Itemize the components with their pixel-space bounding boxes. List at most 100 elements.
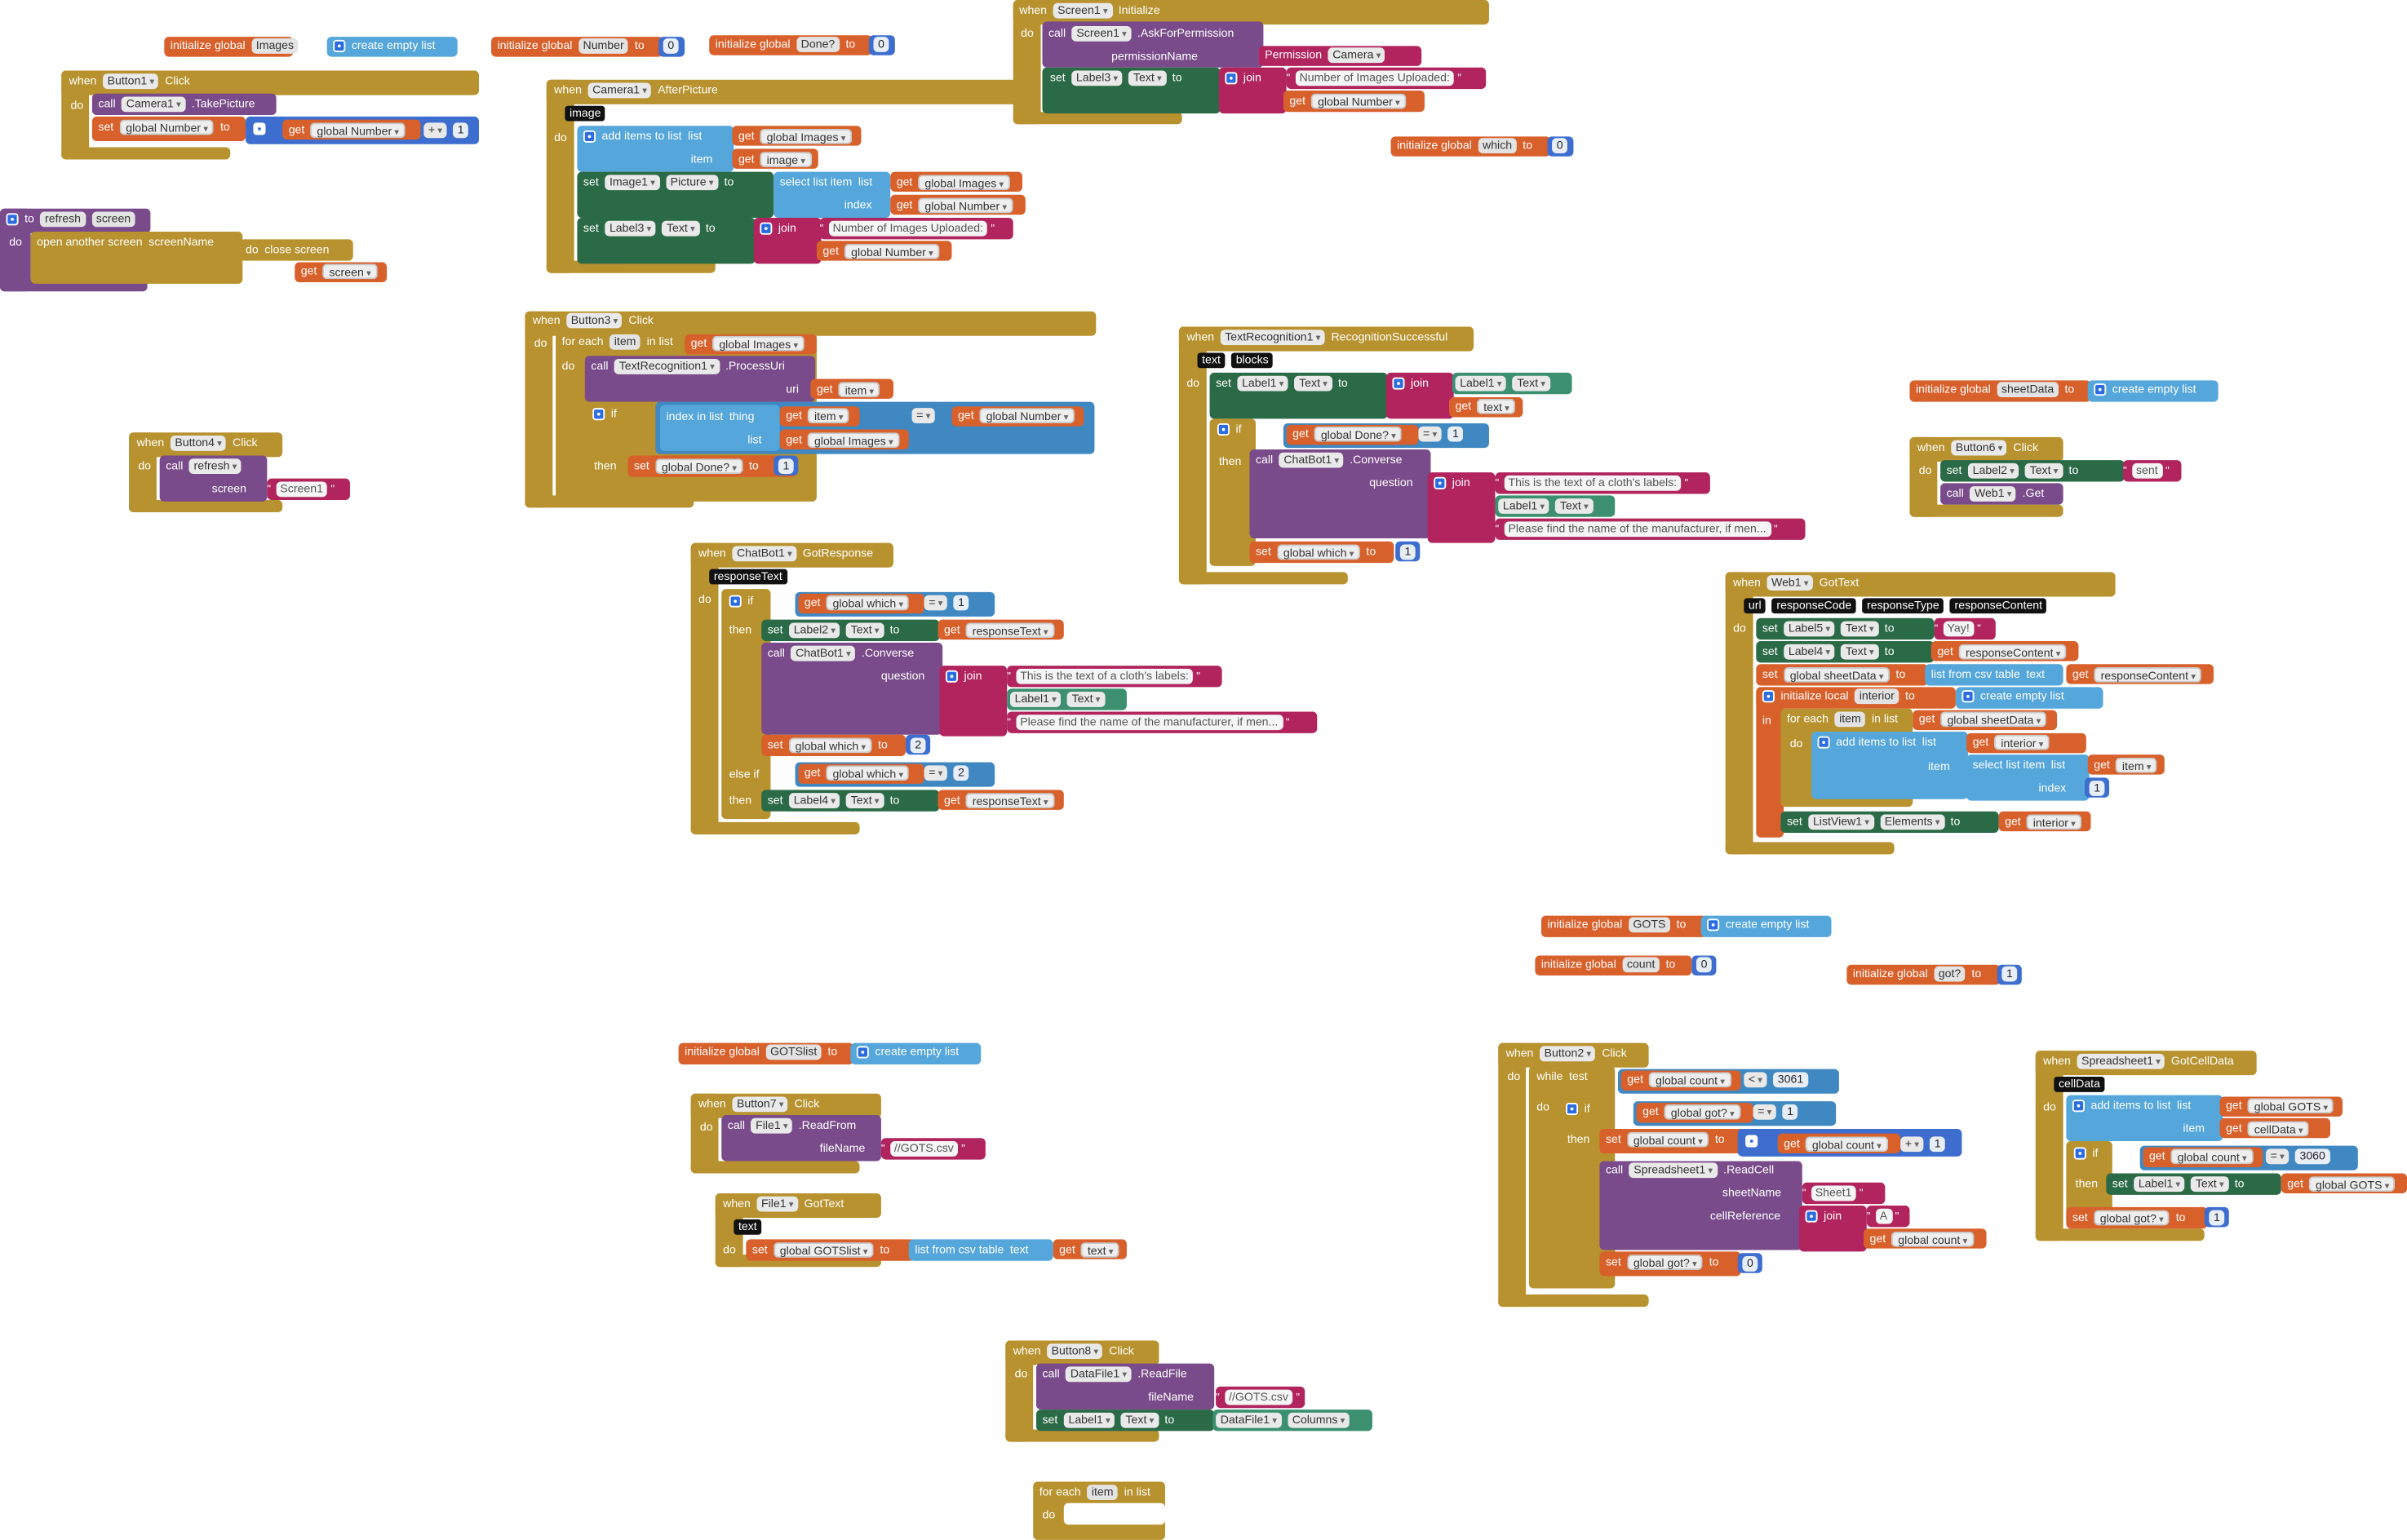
select-item-block[interactable] [774,171,891,219]
text-row[interactable]: "sent" [2123,462,2171,480]
join-row[interactable]: join [1390,374,1432,393]
add-items-block[interactable] [2066,1095,2223,1142]
set-row[interactable]: setLabel1Textto [1039,1411,1177,1430]
number-field[interactable]: 1 [1782,1104,1798,1120]
do-label[interactable]: do [135,457,154,476]
variable-dropdown[interactable]: global sheetData [1940,711,2047,728]
name-field[interactable]: count [1622,957,1660,973]
variable-dropdown[interactable]: global Number [310,122,406,139]
variable-dropdown[interactable]: global Number [119,119,215,135]
text-field[interactable]: Please find the name of the manufacturer… [1015,715,1283,731]
dropdown-field[interactable]: Text [662,220,700,237]
set-row[interactable]: setLabel1Textto [1212,374,1350,393]
gear-icon[interactable] [583,130,596,143]
dropdown-field[interactable]: Spreadsheet1 [2077,1053,2165,1069]
text-row[interactable]: "A" [1867,1207,1900,1226]
text-field[interactable]: sent [2131,462,2163,479]
do-label[interactable]: do [1916,462,1935,480]
create-empty-list-row[interactable]: create empty list [1959,687,2068,706]
create-empty-list-row[interactable]: create empty list [853,1043,962,1062]
number-field[interactable]: 1 [2209,1210,2225,1226]
dropdown-field[interactable]: Text [1841,621,1879,637]
name-field[interactable]: Images [251,38,299,54]
do-label[interactable]: do [1787,735,1806,754]
dropdown-field[interactable]: Label3 [605,220,656,237]
variable-dropdown[interactable]: responseText [966,622,1055,639]
event-header[interactable]: whenScreen1Initialize [1016,2,1163,20]
dropdown-field[interactable]: TextRecognition1 [1220,330,1325,346]
variable-dropdown[interactable]: global which [789,737,872,754]
dropdown-field[interactable]: Elements [1880,814,1945,830]
variable-dropdown[interactable]: image [760,152,812,167]
variable-dropdown[interactable]: global count [1806,1136,1888,1153]
dropdown-field[interactable]: Columns [1288,1412,1350,1428]
do-label[interactable]: do [7,233,25,252]
variable-dropdown[interactable]: global which [827,765,910,781]
set-row[interactable]: setLabel4Textto [1759,643,1897,662]
text-row[interactable]: "Please find the name of the manufacture… [1495,520,1779,538]
join-row[interactable]: join [942,667,985,686]
gear-icon[interactable] [1434,476,1447,489]
dropdown-field[interactable]: Spreadsheet1 [1629,1162,1718,1179]
variable-dropdown[interactable]: global Images [808,432,900,449]
variable-dropdown[interactable]: global got? [2094,1210,2170,1226]
else-if-label[interactable]: else if [726,765,762,784]
if-block[interactable] [1559,1096,1606,1289]
dropdown-field[interactable]: Button3 [566,312,623,329]
do-label[interactable]: do [1730,620,1749,639]
number-field[interactable]: 1 [2001,966,2018,982]
number-row[interactable]: 0 [1740,1255,1762,1273]
then-label[interactable]: then [726,791,755,810]
init-global-count-block[interactable] [1535,955,1692,976]
if-row[interactable]: if [1563,1100,1593,1118]
name-field[interactable]: refresh [40,211,86,228]
event-parameter[interactable]: responseType [1862,598,1944,614]
gear-icon[interactable] [729,595,742,608]
open-another-screen-block[interactable] [30,231,243,284]
dropdown-field[interactable]: Picture [666,175,719,191]
variable-dropdown[interactable]: interior [1994,734,2050,750]
dropdown-field[interactable]: Label4 [789,793,840,808]
init-global-which-block[interactable] [1390,136,1551,157]
number-row[interactable]: 1 [2206,1209,2228,1228]
do-label[interactable]: do [1039,1507,1058,1525]
number-field[interactable]: 0 [1696,957,1713,973]
dropdown-field[interactable]: ChatBot1 [791,645,856,662]
variable-dropdown[interactable]: text [1081,1242,1119,1258]
dropdown-field[interactable]: Text [846,793,884,808]
if-row[interactable]: if [2071,1144,2101,1163]
arg-row[interactable]: cellReference [1707,1207,1784,1226]
name-field[interactable]: Number [578,38,629,54]
text-row[interactable]: "//GOTS.csv" [881,1140,967,1158]
text-field[interactable]: This is the text of a cloth's labels: [1015,668,1194,684]
button1-click-event[interactable] [61,70,479,160]
number-row[interactable]: 0 [871,35,893,54]
join-row[interactable]: join [1222,69,1265,88]
create-empty-list-block[interactable] [1955,687,2103,709]
dropdown-field[interactable]: Button8 [1046,1343,1103,1360]
do-label[interactable]: do [559,357,578,376]
do-label[interactable]: do [1534,1098,1553,1117]
arg-row[interactable]: item [1925,758,1953,777]
event-header[interactable]: whenButton7Click [695,1095,822,1114]
dropdown-field[interactable]: Camera1 [587,82,652,99]
set-row[interactable]: setLabel3Textto [1047,69,1185,88]
event-header[interactable]: whenWeb1GotText [1730,573,1862,592]
